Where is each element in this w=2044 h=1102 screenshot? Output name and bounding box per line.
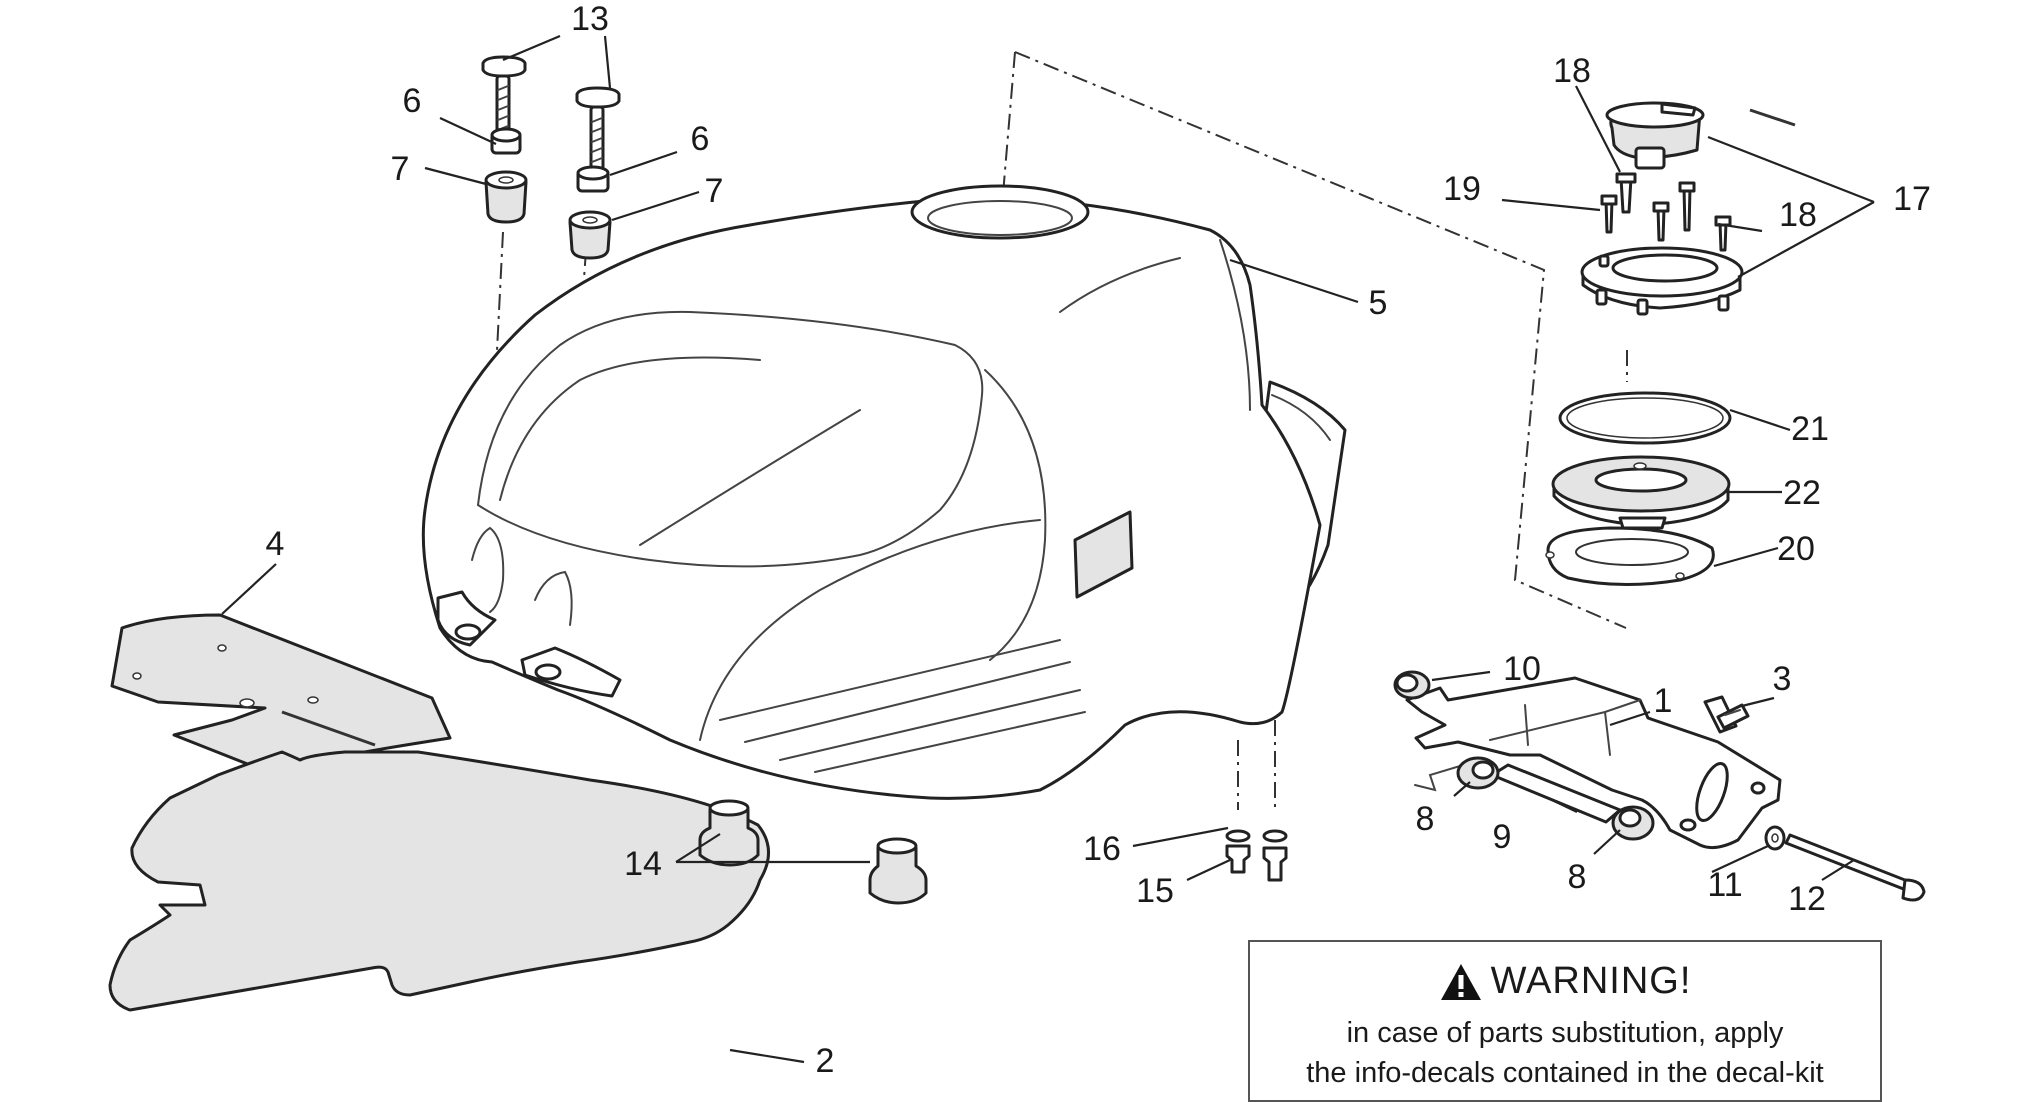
- o-ring-seal: [1558, 391, 1732, 445]
- callout-9: 9: [1493, 818, 1512, 856]
- callout-3: 3: [1773, 660, 1792, 698]
- tank-screw-right: [1262, 829, 1288, 882]
- callout-20: 20: [1777, 530, 1815, 568]
- heat-shield-panel: [110, 613, 452, 767]
- callout-5: 5: [1369, 284, 1388, 322]
- callout-11: 11: [1707, 866, 1742, 904]
- callout-22: 22: [1783, 474, 1821, 512]
- callout-15: 15: [1136, 872, 1174, 910]
- leader-lines: [221, 34, 1875, 1064]
- filler-gasket: [1545, 526, 1715, 587]
- warning-line-1: in case of parts substitution, apply: [1346, 1017, 1784, 1049]
- rubber-buffer-right: [868, 837, 928, 905]
- callout-8-left: 8: [1416, 800, 1435, 838]
- callout-8-right: 8: [1568, 858, 1587, 896]
- callout-labels: 13 6 7 6 7 5 4 2 14 16 15 10 1 3 8 9 8 1…: [266, 0, 1931, 1080]
- warning-triangle-icon: [1440, 963, 1481, 1000]
- callout-16: 16: [1083, 830, 1121, 868]
- callout-17: 17: [1893, 180, 1931, 218]
- bushing-right: [1611, 805, 1655, 841]
- callout-18-top: 18: [1553, 52, 1591, 90]
- callout-7-left: 7: [391, 150, 410, 188]
- warning-heading: WARNING!: [1250, 960, 1880, 1003]
- callout-19: 19: [1443, 170, 1481, 208]
- cap-mounting-screws: [1600, 172, 1732, 252]
- rear-mount-bracket: [1405, 676, 1782, 850]
- callout-4: 4: [266, 525, 285, 563]
- fuel-tank: [421, 184, 1347, 800]
- filler-neck-cup: [1551, 455, 1731, 530]
- callout-6-right: 6: [691, 120, 710, 158]
- spacer-left: [490, 127, 522, 155]
- callout-14: 14: [624, 845, 662, 883]
- floor-pad: [108, 750, 770, 1012]
- bushing-left: [1456, 756, 1500, 790]
- callout-1: 1: [1654, 682, 1673, 720]
- filler-cap: [1605, 101, 1796, 170]
- grommet-left: [484, 170, 528, 224]
- warning-body: in case of parts substitution, apply the…: [1250, 1013, 1880, 1093]
- callout-18-right: 18: [1779, 196, 1817, 234]
- filler-flange-ring: [1580, 246, 1744, 316]
- callout-7-right: 7: [705, 172, 724, 210]
- warning-notice: WARNING! in case of parts substitution, …: [1248, 940, 1882, 1102]
- rubber-buffer-left: [698, 799, 760, 867]
- callout-2: 2: [816, 1042, 835, 1080]
- callout-6-left: 6: [403, 82, 422, 120]
- tank-screw-left: [1225, 829, 1251, 874]
- warning-line-2: the info-decals contained in the decal-k…: [1306, 1057, 1824, 1089]
- warning-title-text: WARNING!: [1490, 960, 1692, 1002]
- grommet-right: [568, 210, 612, 260]
- spacer-right: [576, 165, 610, 193]
- washer-small: [1764, 825, 1786, 851]
- callout-10: 10: [1503, 650, 1541, 688]
- callout-13: 13: [571, 0, 609, 38]
- rubber-bushing-top: [1393, 670, 1431, 700]
- bracket-screw: [1703, 695, 1750, 734]
- callout-12: 12: [1788, 880, 1826, 918]
- mount-bolt-right: [575, 86, 621, 183]
- callout-21: 21: [1791, 410, 1829, 448]
